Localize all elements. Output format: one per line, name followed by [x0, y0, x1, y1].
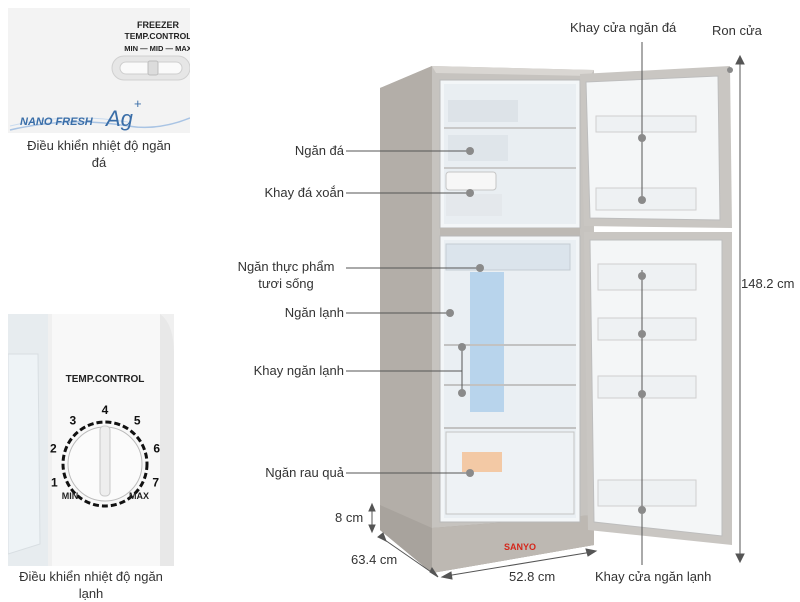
ice-twist-tray	[445, 171, 497, 191]
crisper-label	[462, 452, 502, 472]
dial-number-4: 4	[102, 403, 109, 417]
fridge-door-shelf	[597, 479, 697, 507]
label-fresh-food-compartment: Ngăn thực phẩm tươi sống	[237, 259, 335, 291]
dial-max-label: MAX	[129, 491, 149, 501]
dial-number-1: 1	[51, 476, 58, 490]
dial-number-2: 2	[50, 442, 57, 456]
fridge-control-caption: Điều khiển nhiệt độ ngăn lạnh	[19, 569, 163, 601]
ag-plus-text: +	[134, 96, 142, 111]
freezer-panel-title-2: TEMP.CONTROL	[125, 31, 190, 41]
callout-dots	[446, 67, 733, 514]
dial-number-6: 6	[153, 442, 160, 456]
dial-number-7: 7	[152, 476, 159, 490]
cooling-duct	[470, 272, 504, 412]
dimension-lines	[368, 54, 745, 580]
fridge-panel-title: TEMP.CONTROL	[66, 374, 145, 385]
freezer-control-inset: FREEZER TEMP.CONTROL MIN — MID — MAX NAN…	[8, 8, 190, 133]
nano-fresh-text: NANO FRESH	[20, 116, 94, 128]
dimension-height: 148.2 cm	[741, 276, 795, 291]
dial-number-5: 5	[134, 414, 141, 428]
brand-logo: SANYO	[504, 542, 536, 552]
dial-ring	[61, 420, 149, 508]
callout-lines	[346, 42, 643, 565]
label-fridge-shelf: Khay ngăn lạnh	[253, 363, 344, 378]
freezer-scale-label: MIN — MID — MAX	[124, 44, 190, 53]
freezer-control-panel: FREEZER TEMP.CONTROL MIN — MID — MAX NAN…	[8, 8, 190, 133]
ag-text: Ag	[104, 106, 134, 131]
freezer-slider-knob	[147, 60, 159, 76]
label-freezer-door-shelf: Khay cửa ngăn đá	[570, 20, 677, 35]
label-ice-twist-tray: Khay đá xoắn	[264, 185, 344, 200]
dial-grip	[99, 425, 111, 497]
dial-number-3: 3	[69, 414, 76, 428]
label-vegetable-crisper: Ngăn rau quả	[265, 465, 344, 480]
label-fridge-door-shelf: Khay cửa ngăn lạnh	[595, 569, 712, 584]
freezer-control-caption: Điều khiển nhiệt độ ngăn đá	[27, 138, 171, 170]
dial-numbers: 1 23 4 56 7	[50, 403, 160, 490]
dimension-depth: 63.4 cm	[351, 552, 398, 567]
label-freezer-compartment: Ngăn đá	[294, 143, 344, 158]
dimension-width: 52.8 cm	[509, 569, 556, 584]
fridge-control-panel: TEMP.CONTROL 1 23 4 56 7 MIN MAX	[8, 314, 174, 566]
freezer-panel-title-1: FREEZER	[137, 20, 180, 30]
cabinet-side	[380, 66, 432, 573]
fresh-food-compartment	[445, 243, 571, 271]
freezer-door-shelf	[595, 187, 697, 211]
dial-min-label: MIN	[62, 491, 79, 501]
label-door-gasket: Ron cửa	[712, 23, 762, 38]
dimension-base: 8 cm	[335, 510, 364, 525]
label-fridge-compartment: Ngăn lạnh	[284, 305, 344, 320]
